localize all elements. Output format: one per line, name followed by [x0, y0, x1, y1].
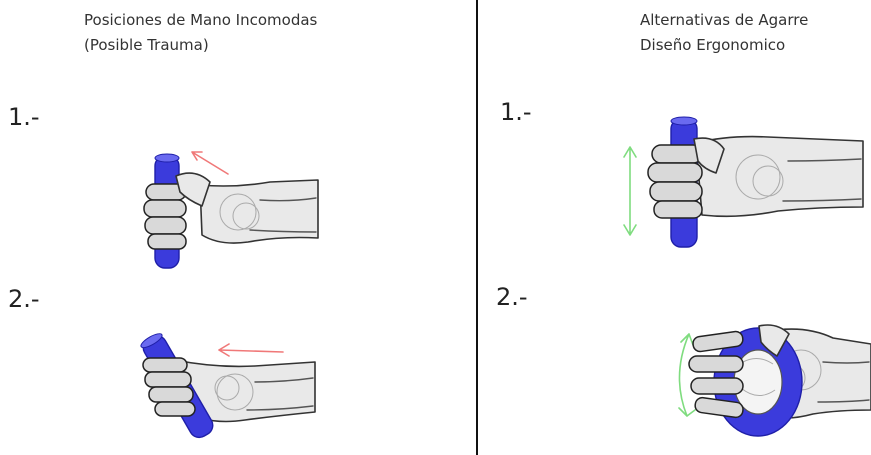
- fingers-2: [143, 358, 195, 416]
- fingers-3: [648, 145, 702, 218]
- left-title-line2: (Posible Trauma): [84, 33, 317, 58]
- left-figure-2-deviated-grip: [135, 330, 325, 445]
- right-title-line2: Diseño Ergonomico: [640, 33, 808, 58]
- left-title-line1: Posiciones de Mano Incomodas: [84, 8, 317, 33]
- right-item-1-label: 1.-: [500, 98, 532, 126]
- warning-arrow-2: [219, 344, 283, 356]
- fingers-1: [144, 184, 186, 249]
- right-title-line1: Alternativas de Agarre: [640, 8, 808, 33]
- ok-arrow-1: [624, 147, 636, 235]
- warning-arrow-1: [192, 152, 228, 174]
- right-panel-title: Alternativas de Agarre Diseño Ergonomico: [640, 8, 808, 58]
- ok-arrow-2: [679, 334, 695, 416]
- right-figure-2-ball-grip: [673, 318, 871, 455]
- left-item-1-label: 1.-: [8, 103, 40, 131]
- right-item-2-label: 2.-: [496, 283, 528, 311]
- right-panel-ergonomic-alternatives: Alternativas de Agarre Diseño Ergonomico…: [478, 0, 871, 455]
- forearm-1: [200, 180, 318, 243]
- left-panel-awkward-positions: Posiciones de Mano Incomodas (Posible Tr…: [0, 0, 476, 455]
- right-figure-1-neutral-grip: [618, 115, 868, 255]
- left-item-2-label: 2.-: [8, 285, 40, 313]
- left-figure-1-bent-wrist-grip: [140, 140, 330, 275]
- left-panel-title: Posiciones de Mano Incomodas (Posible Tr…: [84, 8, 317, 58]
